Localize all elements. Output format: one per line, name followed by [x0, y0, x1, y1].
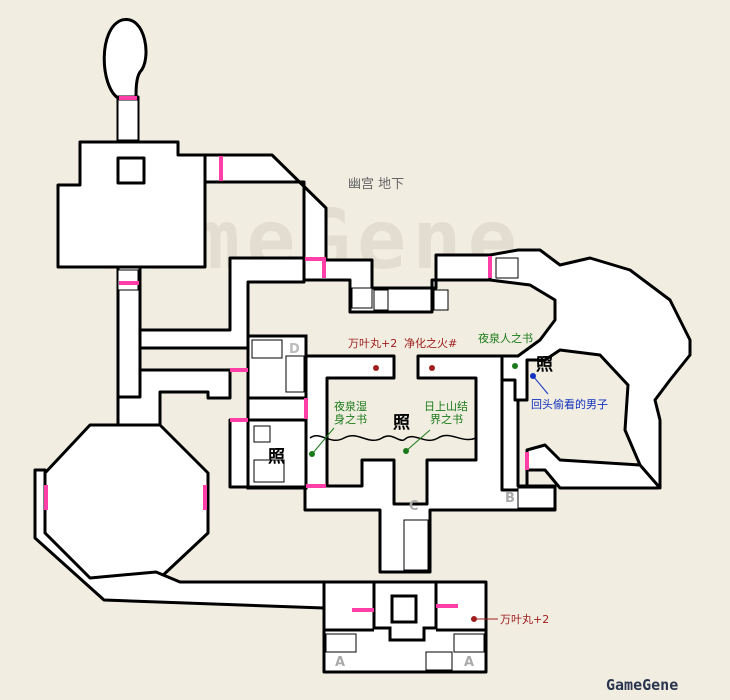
- item-label-yequan-shi-2: 身之书: [334, 412, 367, 426]
- south-hall-inner-wall: [372, 582, 438, 642]
- east-cave: [488, 248, 692, 490]
- stair-east: [495, 257, 519, 279]
- stair-hall-exit: [117, 269, 139, 291]
- floor-plan: [33, 18, 692, 674]
- doors: [44, 96, 529, 612]
- stair-b: [517, 487, 555, 509]
- brand-logo: GameGene: [606, 676, 678, 694]
- octagon-chamber: [43, 423, 210, 580]
- water-channels: [309, 434, 477, 442]
- marker-d: D: [289, 342, 300, 357]
- light-marker: 照: [393, 413, 410, 433]
- item-label-rishang-2: 界之书: [430, 412, 463, 426]
- item-label-huitou: 回头偷看的男子: [531, 397, 608, 411]
- item-label-yequan-ren: 夜泉人之书: [478, 331, 533, 345]
- room-d: [246, 334, 308, 400]
- stair-c: [403, 519, 429, 571]
- stair-a-right-top: [453, 633, 485, 653]
- leader-line: [311, 427, 335, 455]
- leader-line: [532, 375, 549, 395]
- map-title: 幽宫 地下: [348, 177, 404, 192]
- stair-d: [251, 339, 283, 359]
- leader-line: [405, 429, 431, 452]
- item-markers: [309, 363, 549, 622]
- item-label-wanye-bottom: 万叶丸+2: [500, 613, 549, 626]
- item-dot-jinghua: [429, 365, 435, 371]
- marker-a-right: A: [464, 655, 474, 670]
- item-dot-wanye-top: [373, 365, 379, 371]
- room-west-inner: [246, 418, 308, 490]
- light-marker: 照: [268, 447, 285, 467]
- marker-b: B: [505, 491, 515, 506]
- stair-west-room-2: [253, 425, 271, 443]
- stair-corridor-1: [373, 289, 389, 311]
- central-complex: [228, 334, 557, 574]
- marker-c: C: [409, 499, 419, 514]
- stair-corridor-3: [351, 287, 373, 309]
- stair-west-room-1: [253, 459, 285, 483]
- inner-walls: [246, 334, 486, 642]
- marker-a-left: A: [335, 655, 345, 670]
- northwest-hall: [56, 140, 207, 269]
- item-label-jinghua: 净化之火#: [404, 336, 457, 350]
- water-channel-east: [403, 434, 477, 442]
- stair-top: [117, 99, 139, 141]
- stair-corridor-2: [433, 289, 449, 311]
- item-label-wanye-top: 万叶丸+2: [348, 337, 397, 350]
- south-hall-altar: [390, 594, 418, 624]
- light-marker: 照: [536, 355, 553, 375]
- stair-a-left-top: [325, 633, 357, 653]
- stair-d-side: [285, 355, 305, 393]
- stair-a-mid: [425, 651, 453, 671]
- item-label-yequan-shi-1: 夜泉湿: [334, 399, 367, 413]
- northwest-hall-pillar: [116, 156, 146, 185]
- item-label-rishang-1: 日上山结: [424, 400, 468, 413]
- item-dot-yequan-ren: [512, 363, 518, 369]
- top-round-chamber: [102, 18, 148, 100]
- middle-corridor: [138, 256, 306, 350]
